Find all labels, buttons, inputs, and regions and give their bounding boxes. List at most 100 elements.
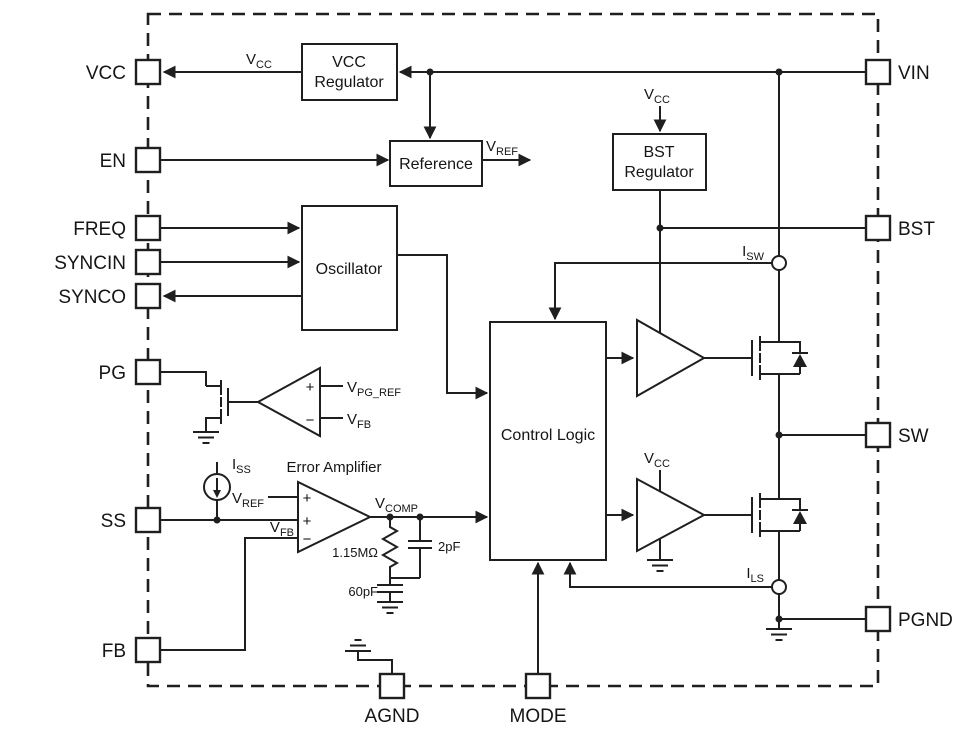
- pg-comparator-minus-sign: −: [306, 412, 315, 429]
- junction-dot: [213, 516, 221, 524]
- pin-label-ss: SS: [101, 511, 126, 532]
- pin-label-vcc: VCC: [86, 63, 126, 84]
- pin-pad-vcc: [134, 58, 162, 86]
- block-labels: VCC Regulator Reference Oscillator BST R…: [286, 54, 694, 476]
- ic-boundary: [146, 12, 880, 688]
- pin-label-freq: FREQ: [73, 219, 126, 240]
- opamp-signs: + − + + −: [303, 379, 315, 548]
- pin-pad-pgnd: [864, 605, 892, 633]
- junction-dot: [775, 68, 783, 76]
- vfb-ea-label: VFB: [270, 519, 294, 539]
- error-amplifier-label: Error Amplifier: [286, 459, 381, 476]
- iss-current-source: [203, 473, 231, 501]
- pin-pad-sw: [864, 421, 892, 449]
- wire-pg: [160, 371, 207, 386]
- wire-fb: [160, 537, 298, 651]
- isw-label: ISW: [742, 243, 765, 263]
- pin-pad-mode: [524, 672, 552, 700]
- vcc-lsdrv-label: VCC: [644, 450, 670, 470]
- pin-pad-bst: [864, 214, 892, 242]
- pin-pad-synco: [134, 282, 162, 310]
- pin-pad-freq: [134, 214, 162, 242]
- pin-label-syncin: SYNCIN: [54, 253, 126, 274]
- pin-label-en: EN: [100, 151, 126, 172]
- pin-label-fb: FB: [102, 641, 126, 662]
- control-logic-label: Control Logic: [501, 427, 595, 444]
- vpg-ref-label: VPG_REF: [347, 379, 401, 399]
- pin-pad-vin: [864, 58, 892, 86]
- wire-oscillator-to-logic: [397, 254, 489, 400]
- isw-sense-node: [771, 255, 787, 271]
- pg-comparator-plus-sign: +: [306, 379, 315, 396]
- pin-pad-fb: [134, 636, 162, 664]
- pg-comparator: [255, 366, 321, 438]
- iss-arrow-head: [213, 490, 221, 498]
- pin-label-pgnd: PGND: [898, 610, 953, 631]
- pin-label-vin: VIN: [898, 63, 930, 84]
- junction-dot: [426, 68, 434, 76]
- ls-body-diode: [793, 511, 807, 524]
- pin-label-sw: SW: [898, 426, 929, 447]
- pin-label-bst: BST: [898, 219, 935, 240]
- ground-symbol-agnd: [344, 639, 372, 652]
- compensation-network: [377, 517, 432, 602]
- ea-plus-sign-vref: +: [303, 490, 312, 507]
- ea-minus-sign-vfb: −: [303, 531, 312, 548]
- cap60pf-value-label: 60pF: [348, 584, 378, 599]
- ls-body-diode-leads: [779, 498, 808, 532]
- vref-out-label: VREF: [486, 138, 518, 158]
- bst-regulator-block: [612, 133, 707, 191]
- component-labels: 1.15MΩ 60pF 2pF: [332, 539, 460, 599]
- pin-pads: [134, 58, 892, 700]
- ground-symbol-ls-driver: [646, 559, 674, 572]
- oscillator-block: [301, 205, 398, 331]
- pin-label-mode: MODE: [510, 706, 567, 727]
- pin-pad-pg: [134, 358, 162, 386]
- vcc-regulator-label-line2: Regulator: [314, 74, 384, 91]
- bst-regulator-label-line2: Regulator: [624, 164, 694, 181]
- ground-symbol-pg: [192, 431, 220, 444]
- wire-agnd: [357, 651, 393, 674]
- junction-dot: [775, 615, 783, 623]
- high-side-mosfet: [751, 336, 808, 380]
- pin-pad-ss: [134, 506, 162, 534]
- iss-label: ISS: [232, 456, 251, 476]
- pin-label-synco: SYNCO: [58, 287, 126, 308]
- vcomp-label: VCOMP: [375, 495, 418, 515]
- low-side-driver: [636, 477, 707, 553]
- pg-mosfet: [205, 380, 229, 432]
- junction-dots: [213, 68, 783, 623]
- capacitor-2pf: [390, 517, 432, 579]
- resistor-1p15m: [380, 517, 400, 578]
- pin-pad-agnd: [378, 672, 406, 700]
- high-side-driver: [636, 318, 707, 398]
- junction-dot: [656, 224, 664, 232]
- wiring: [160, 65, 866, 674]
- hs-body-diode-leads: [779, 341, 808, 375]
- pg-mosfet-source: [205, 417, 221, 432]
- ils-sense-node: [771, 579, 787, 595]
- signal-labels: VCC VREF VCC ISW VCC ILS VPG_REF VFB ISS…: [232, 51, 765, 585]
- wire-ils-sense: [563, 561, 772, 588]
- ground-symbol-pgnd: [765, 628, 793, 641]
- vcc-bst-label: VCC: [644, 86, 670, 106]
- vfb-pg-label: VFB: [347, 411, 371, 431]
- pin-pad-syncin: [134, 248, 162, 276]
- pin-pad-en: [134, 146, 162, 174]
- ground-symbol-comp: [376, 601, 404, 614]
- ils-label: ILS: [746, 565, 764, 585]
- vcc-regulator-block: [301, 43, 398, 101]
- vref-ea-label: VREF: [232, 490, 264, 510]
- ea-plus-sign-ss: +: [303, 513, 312, 530]
- vcc-regulator-label-line1: VCC: [332, 54, 366, 71]
- error-amplifier: [297, 480, 373, 554]
- capacitor-60pf: [377, 578, 403, 602]
- hs-body-diode: [793, 354, 807, 367]
- wire-isw-sense: [548, 262, 772, 321]
- junction-dot: [386, 513, 394, 521]
- pin-labels: VCC EN FREQ SYNCIN SYNCO PG SS FB VIN BS…: [54, 63, 953, 727]
- low-side-mosfet: [751, 493, 808, 537]
- cap2pf-value-label: 2pF: [438, 539, 460, 554]
